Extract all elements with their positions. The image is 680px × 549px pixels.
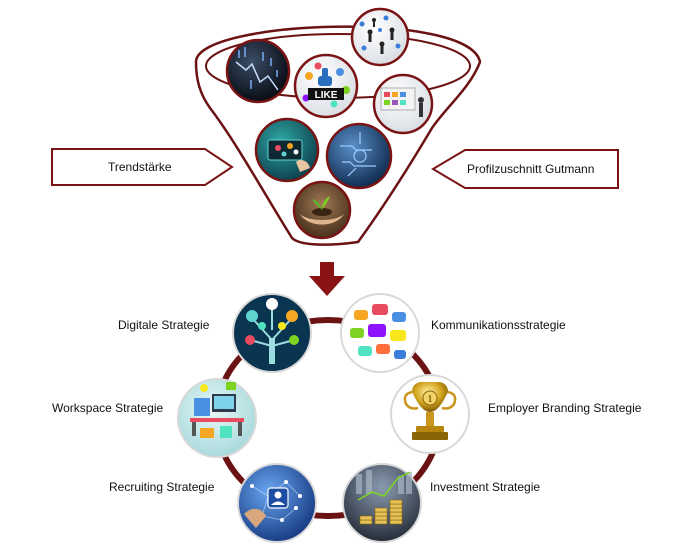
communication-bubbles-icon bbox=[350, 304, 406, 359]
like-text: LIKE bbox=[315, 90, 338, 101]
svg-text:1: 1 bbox=[428, 394, 433, 405]
funnel-image-laptop-touch bbox=[254, 117, 320, 183]
label-kommunikationsstrategie: Kommunikationsstrategie bbox=[431, 318, 566, 332]
cycle-node-workspace bbox=[177, 378, 257, 458]
funnel-image-stock-chart bbox=[225, 38, 291, 104]
label-employer-branding-strategie: Employer Branding Strategie bbox=[488, 401, 642, 415]
funnel-image-circuit-tech bbox=[325, 122, 393, 190]
cycle-node-communication bbox=[340, 293, 420, 373]
funnel-image-like: LIKE bbox=[293, 53, 359, 119]
profilzuschnitt-label: Profilzuschnitt Gutmann bbox=[467, 162, 595, 176]
down-arrow bbox=[309, 262, 345, 296]
presentation-icon bbox=[380, 87, 424, 117]
digital-tree-icon bbox=[245, 298, 299, 364]
workspace-desk-icon bbox=[190, 382, 244, 438]
funnel-image-hands-plant bbox=[292, 180, 352, 240]
cycle-node-investment bbox=[342, 463, 422, 543]
label-digitale-strategie: Digitale Strategie bbox=[118, 318, 210, 332]
trophy-icon: 1 bbox=[403, 382, 457, 440]
funnel-image-presentation bbox=[372, 73, 434, 135]
like-thumb-icon bbox=[302, 62, 350, 108]
left-arrow-box bbox=[51, 148, 234, 186]
right-arrow-box bbox=[431, 149, 619, 189]
laptop-touch-icon bbox=[267, 139, 310, 172]
network-profile-icon bbox=[244, 480, 302, 528]
social-network-people-icon bbox=[367, 18, 395, 54]
cycle-node-recruiting bbox=[237, 463, 317, 543]
label-workspace-strategie: Workspace Strategie bbox=[52, 401, 164, 415]
circuit-tech-icon bbox=[340, 132, 376, 177]
cycle-node-employer-branding: 1 bbox=[390, 374, 470, 454]
label-investment-strategie: Investment Strategie bbox=[430, 480, 541, 494]
hands-plant-icon bbox=[300, 196, 344, 225]
trendstaerke-label: Trendstärke bbox=[108, 160, 172, 174]
funnel-image-social-network bbox=[350, 7, 410, 67]
coins-growth-icon bbox=[356, 470, 412, 525]
label-recruiting-strategie: Recruiting Strategie bbox=[109, 480, 215, 494]
cycle-node-digital bbox=[232, 293, 312, 373]
